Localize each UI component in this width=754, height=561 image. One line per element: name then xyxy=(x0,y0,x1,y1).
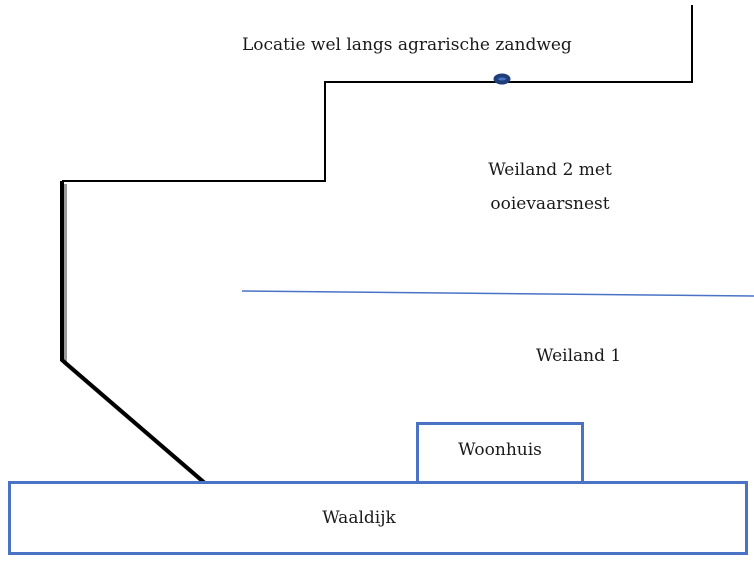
road-label: Locatie wel langs agrarische zandweg xyxy=(242,35,572,55)
weiland2-label: Weiland 2 met ooievaarsnest xyxy=(480,156,620,218)
plot-boundary-left xyxy=(60,181,208,486)
waaldijk-label: Waaldijk xyxy=(322,508,396,528)
plot-boundary-left-shadow xyxy=(63,184,211,489)
weiland1-label: Weiland 1 xyxy=(536,346,622,366)
location-marker-highlight xyxy=(498,77,506,81)
woonhuis-label: Woonhuis xyxy=(458,440,542,460)
weiland2-label-line1: Weiland 2 met xyxy=(488,160,612,180)
waaldijk-box: Waaldijk xyxy=(8,481,748,555)
woonhuis-box: Woonhuis xyxy=(416,422,584,484)
plot-boundary-top xyxy=(62,5,693,182)
weiland2-label-line2: ooievaarsnest xyxy=(490,194,610,214)
pasture-divider-line xyxy=(241,290,754,297)
